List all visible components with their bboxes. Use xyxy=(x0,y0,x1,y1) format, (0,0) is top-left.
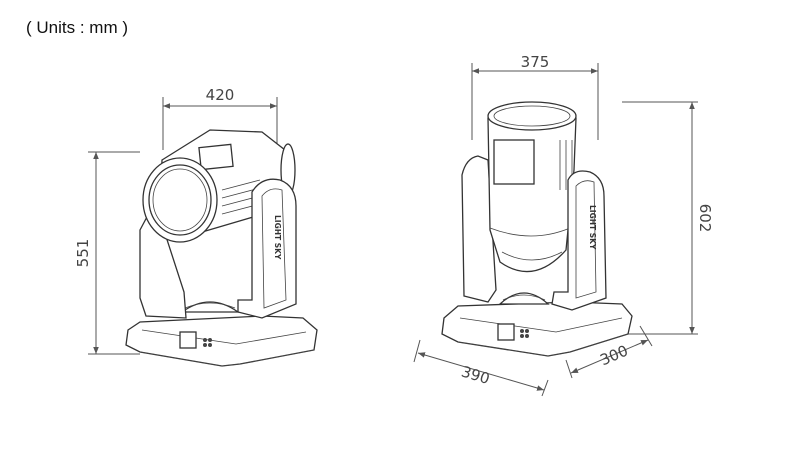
right-height-label: 602 xyxy=(696,204,714,233)
left-head-panel xyxy=(198,143,234,171)
left-front-arm xyxy=(237,178,297,319)
left-arm-logo: LIGHT SKY xyxy=(273,215,282,260)
left-width-dimension: 420 xyxy=(162,86,278,150)
right-lens-ring xyxy=(487,101,577,131)
left-height-label: 551 xyxy=(74,239,92,268)
left-control-button xyxy=(203,338,207,342)
base-length-label: 390 xyxy=(459,362,492,388)
right-arm-logo: LIGHT SKY xyxy=(588,205,597,250)
right-rear-arm xyxy=(461,155,497,303)
left-fixture: 420 551 LIGHT SKY xyxy=(74,86,318,367)
left-height-dimension: 551 xyxy=(74,151,140,355)
units-label: ( Units : mm ) xyxy=(26,18,128,37)
right-head-panel xyxy=(493,139,535,185)
right-width-label: 375 xyxy=(521,53,550,71)
right-fixture: 375 602 390 300 xyxy=(413,53,714,397)
right-width-dimension: 375 xyxy=(471,53,599,140)
right-height-dimension: 602 xyxy=(620,101,714,335)
right-control-button xyxy=(520,329,524,333)
left-display xyxy=(179,331,197,349)
right-display xyxy=(497,323,515,341)
left-width-label: 420 xyxy=(206,86,235,104)
right-front-arm xyxy=(551,170,607,311)
base-depth-label: 300 xyxy=(597,342,630,370)
right-head-body xyxy=(487,108,577,273)
left-base xyxy=(125,315,318,367)
